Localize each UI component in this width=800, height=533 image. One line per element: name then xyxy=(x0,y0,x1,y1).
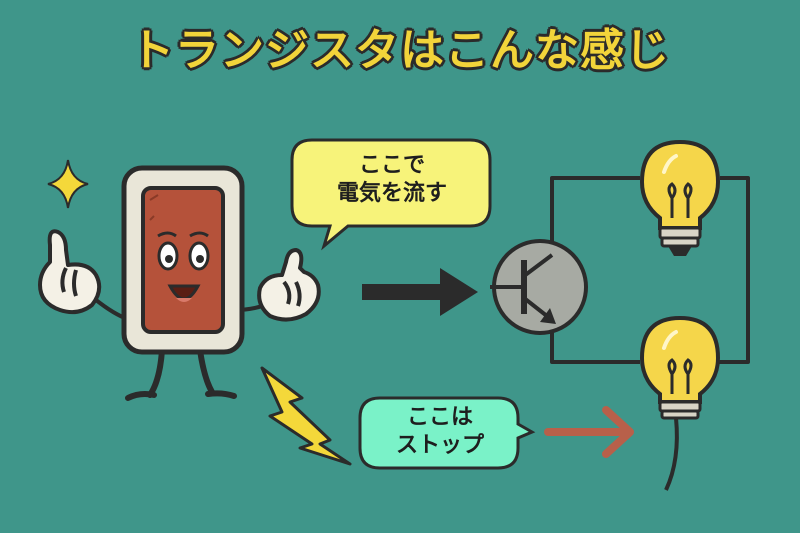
flow-bubble-line2: 電気を流す xyxy=(336,180,447,206)
stop-bubble-line2: ストップ xyxy=(395,432,484,458)
stop-speech-bubble xyxy=(358,396,536,470)
character-left-eyebrow xyxy=(157,231,177,238)
right-pointing-hand-icon xyxy=(235,248,321,322)
flow-speech-bubble xyxy=(290,138,492,251)
left-pointing-hand-icon xyxy=(38,229,131,322)
flow-bubble-line1: ここで xyxy=(358,153,425,178)
transistor-symbol-icon xyxy=(490,239,588,335)
bottom-bulb-icon xyxy=(639,315,721,420)
stop-bubble-text: ここは ストップ xyxy=(362,404,518,459)
transistor-character xyxy=(121,165,245,355)
sparkle-icon xyxy=(47,159,89,209)
page-title: トランジスタはこんな感じ xyxy=(130,25,670,76)
flow-arrow xyxy=(362,268,478,316)
top-bulb-icon xyxy=(639,139,721,256)
flow-bubble-text: ここで 電気を流す xyxy=(294,152,490,207)
character-right-eyebrow xyxy=(189,231,209,238)
stop-bubble-line1: ここは xyxy=(406,405,473,430)
circuit-wires xyxy=(550,176,750,491)
stop-arrow xyxy=(544,406,634,458)
lightning-icon xyxy=(260,366,352,466)
character-legs xyxy=(125,347,237,401)
